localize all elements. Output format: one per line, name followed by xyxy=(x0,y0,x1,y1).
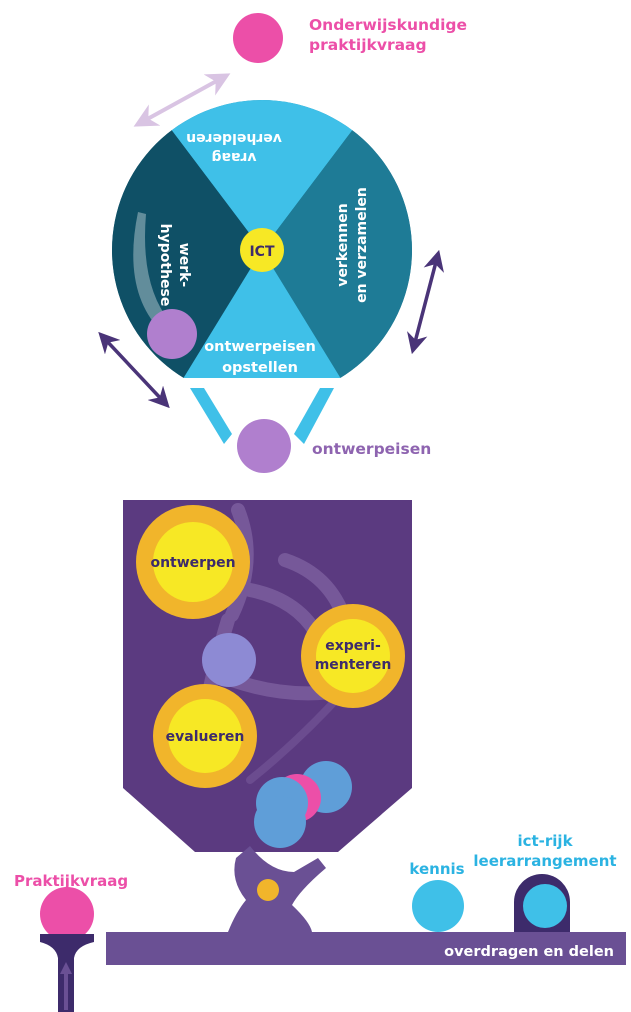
ict-center-label: ICT xyxy=(249,244,274,260)
seg-left-line1: werk- xyxy=(176,243,192,288)
seg-bottom-line1: ontwerpeisen xyxy=(204,339,316,355)
seg-top-line2: verhelderen xyxy=(186,130,282,146)
ict-center-circle xyxy=(240,228,284,272)
start-node-circle xyxy=(233,13,283,63)
funnel-left-leg xyxy=(190,388,232,444)
seg-top-line1: vraag xyxy=(212,149,257,165)
evalueren-label: evalueren xyxy=(166,729,245,745)
output-ball xyxy=(237,419,291,473)
launcher-ball xyxy=(257,879,279,901)
exit-ball-blue-front xyxy=(254,796,306,848)
evalueren-inner xyxy=(168,699,242,773)
funnel-right-leg xyxy=(294,388,334,444)
ontwerpen-inner xyxy=(153,522,233,602)
seg-right-line1: verkennen xyxy=(335,203,351,286)
seg-left-label: werk- hypothese xyxy=(157,224,192,307)
segment-ontwerpeisen-opstellen xyxy=(170,250,354,400)
seg-right-label: verkennen en verzamelen xyxy=(335,187,370,303)
right-cycle-arrow xyxy=(407,249,444,355)
experimenteren-line1: experi- xyxy=(325,638,381,654)
ict-ball xyxy=(523,884,567,928)
experimenteren-inner xyxy=(316,619,390,693)
start-to-wheel-arrow xyxy=(133,73,231,127)
experimenteren-line2: menteren xyxy=(315,657,392,673)
start-label-line2: praktijkvraag xyxy=(309,36,427,54)
seg-right-line2: en verzamelen xyxy=(354,187,370,303)
kennis-label: kennis xyxy=(409,860,464,878)
left-cycle-arrow xyxy=(98,331,170,409)
ict-label-line1: ict-rijk xyxy=(517,832,573,850)
seg-top-label: vraag verhelderen xyxy=(186,130,282,165)
praktijkvraag-ball xyxy=(40,887,94,941)
wheel-highlight xyxy=(133,212,170,330)
seg-bottom-line2: opstellen xyxy=(222,360,298,376)
seg-left-line2: hypothese xyxy=(157,224,173,307)
panel-periwinkle-ball xyxy=(202,633,256,687)
transfer-bar xyxy=(106,932,626,965)
bar-label: overdragen en delen xyxy=(444,944,614,960)
kennis-ball xyxy=(412,880,464,932)
wheel-lilac-ball xyxy=(147,309,197,359)
praktijkvraag-label: Praktijkvraag xyxy=(14,872,128,890)
ontwerpen-label: ontwerpen xyxy=(150,555,235,571)
ict-label-line2: leerarrangement xyxy=(473,852,616,870)
output-label: ontwerpeisen xyxy=(312,440,431,458)
start-label-line1: Onderwijskundige xyxy=(309,16,467,34)
praktijkvraag-arrowhead xyxy=(60,962,72,974)
segment-vraag-verhelderen xyxy=(130,100,394,250)
